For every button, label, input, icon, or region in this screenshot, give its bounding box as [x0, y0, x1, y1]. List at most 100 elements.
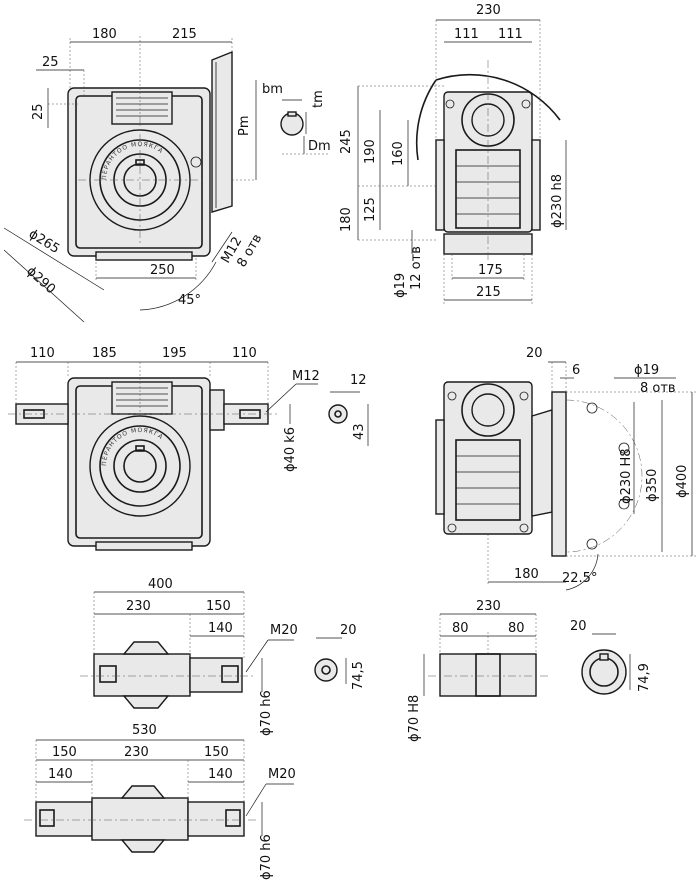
dim-dia70h6-single: ϕ70 h6: [259, 690, 274, 736]
dim-230-single: 230: [126, 599, 151, 614]
dim-pm: Pm: [237, 115, 252, 136]
rib-block: [111, 91, 173, 125]
double-shaft-body: [91, 797, 189, 841]
dim-dia70h6-double: ϕ70 h6: [259, 834, 274, 880]
shaft-right: [223, 403, 269, 425]
key-detail-mid: 12 43: [328, 373, 369, 446]
bolt-plug: [190, 156, 202, 168]
dim-230-hollow: 230: [476, 599, 501, 614]
flange-arc-left: [415, 79, 437, 161]
hollow-shaft-body: [439, 653, 537, 697]
dim-angle-45: 45°: [178, 293, 201, 308]
dim-140-single: 140: [208, 621, 233, 636]
dim-150-left: 150: [52, 745, 77, 760]
dim-bm: bm: [262, 82, 283, 97]
dim-dia19-flange: ϕ19: [634, 363, 659, 378]
dim-110-right: 110: [232, 346, 257, 361]
dim-20-key-single: 20: [340, 623, 357, 638]
dim-400: 400: [148, 577, 173, 592]
dim-160: 160: [391, 141, 406, 166]
dim-m20-single: M20: [270, 623, 298, 638]
dim-8holes-flange: 8 отв: [640, 381, 676, 396]
dim-dia19-side: ϕ19: [393, 273, 408, 298]
key-slot: [287, 111, 297, 117]
dim-12-key: 12: [350, 373, 367, 388]
dim-150-right: 150: [204, 745, 229, 760]
dim-195: 195: [162, 346, 187, 361]
dim-tm: tm: [311, 90, 326, 108]
flange-arc: [435, 73, 561, 121]
front-view-mid: ПЕРАНТОО МОЯКГА 110 185 195 110 M12 ϕ40 …: [8, 346, 320, 551]
double-collar-bottom: [120, 839, 166, 853]
key-hollow: 20 74,9: [570, 619, 652, 695]
flange-left: [435, 139, 445, 231]
dim-250: 250: [150, 263, 175, 278]
rib-block-mid: [111, 381, 173, 415]
dim-25-h: 25: [42, 55, 59, 70]
dim-215-top: 215: [172, 27, 197, 42]
dim-dia70H8: ϕ70 H8: [407, 695, 422, 742]
dim-150-single: 150: [206, 599, 231, 614]
hub-bore: [123, 163, 157, 197]
dim-185: 185: [92, 346, 117, 361]
dim-175: 175: [478, 263, 503, 278]
housing-foot: [95, 251, 193, 261]
front-view-top: ПЕРАНТОО МОЯКГА 180 215 25 25 Pm ϕ265 ϕ2…: [3, 27, 265, 323]
side-view-top: 230 111 111 245 190 160 180 125 ϕ230 h8 …: [339, 3, 567, 304]
dim-80-left: 80: [452, 621, 469, 636]
side-flange: [211, 50, 233, 213]
double-shaft-right: [187, 801, 245, 837]
dim-190: 190: [363, 139, 378, 164]
shaft-single-view: 400 230 150 140 M20 ϕ70 h6: [80, 577, 298, 736]
flange-view-mid: 20 6 ϕ19 8 отв ϕ230 H8 ϕ350 ϕ400 180 22.…: [435, 346, 696, 591]
dim-dia230h8: ϕ230 h8: [550, 174, 565, 228]
dim-111-left: 111: [454, 27, 479, 42]
flange-right: [531, 139, 541, 231]
dim-dia400: ϕ400: [675, 465, 690, 498]
double-shaft-left: [35, 801, 93, 837]
key-mid-section: [328, 404, 348, 424]
dim-20-key-hollow: 20: [570, 619, 587, 634]
dim-dia-290: ϕ290: [23, 264, 58, 297]
single-shaft-end: [189, 657, 243, 693]
dim-230-double: 230: [124, 745, 149, 760]
dim-140-right: 140: [208, 767, 233, 782]
dim-dia230H8: ϕ230 H8: [619, 448, 634, 504]
dim-74-9: 74,9: [637, 663, 652, 692]
big-flange-plate: [551, 391, 567, 557]
key-shaft-single: 20 74,5: [314, 623, 366, 690]
single-shaft-collar-bottom: [122, 695, 170, 709]
keyway: [135, 159, 145, 166]
hollow-shaft-view: 230 80 80 ϕ70 H8: [407, 599, 548, 742]
dim-215-side: 215: [476, 285, 501, 300]
single-shaft-body: [93, 653, 191, 697]
dim-180-top: 180: [92, 27, 117, 42]
dim-dia40k6: ϕ40 k6: [283, 427, 298, 472]
single-shaft-collar-top: [122, 641, 170, 655]
dim-74-5: 74,5: [351, 661, 366, 690]
dim-530: 530: [132, 723, 157, 738]
double-collar-top: [120, 785, 166, 799]
dim-dm: Dm: [308, 139, 331, 154]
flange-transition: [531, 409, 553, 517]
dim-43: 43: [352, 423, 367, 440]
dim-111-right: 111: [498, 27, 523, 42]
key-detail-top: bm tm Dm: [262, 82, 331, 155]
dim-245: 245: [339, 129, 354, 154]
dim-180-side: 180: [339, 207, 354, 232]
dim-180-flange: 180: [514, 567, 539, 582]
dim-angle-22-5: 22.5°: [562, 571, 597, 586]
dim-20-flange: 20: [526, 346, 543, 361]
top-ribs: [111, 91, 173, 125]
dim-m12-mid: M12: [292, 369, 320, 384]
key-single-section: [314, 658, 338, 682]
dim-dia350: ϕ350: [645, 469, 660, 502]
dim-25-v: 25: [31, 103, 46, 120]
dim-m20-double: M20: [268, 767, 296, 782]
dim-230-side: 230: [476, 3, 501, 18]
dim-140-left: 140: [48, 767, 73, 782]
dim-12holes: 12 отв: [409, 246, 424, 290]
shaft-double-view: 530 150 230 150 140 140 M20 ϕ70 h6: [24, 723, 296, 880]
